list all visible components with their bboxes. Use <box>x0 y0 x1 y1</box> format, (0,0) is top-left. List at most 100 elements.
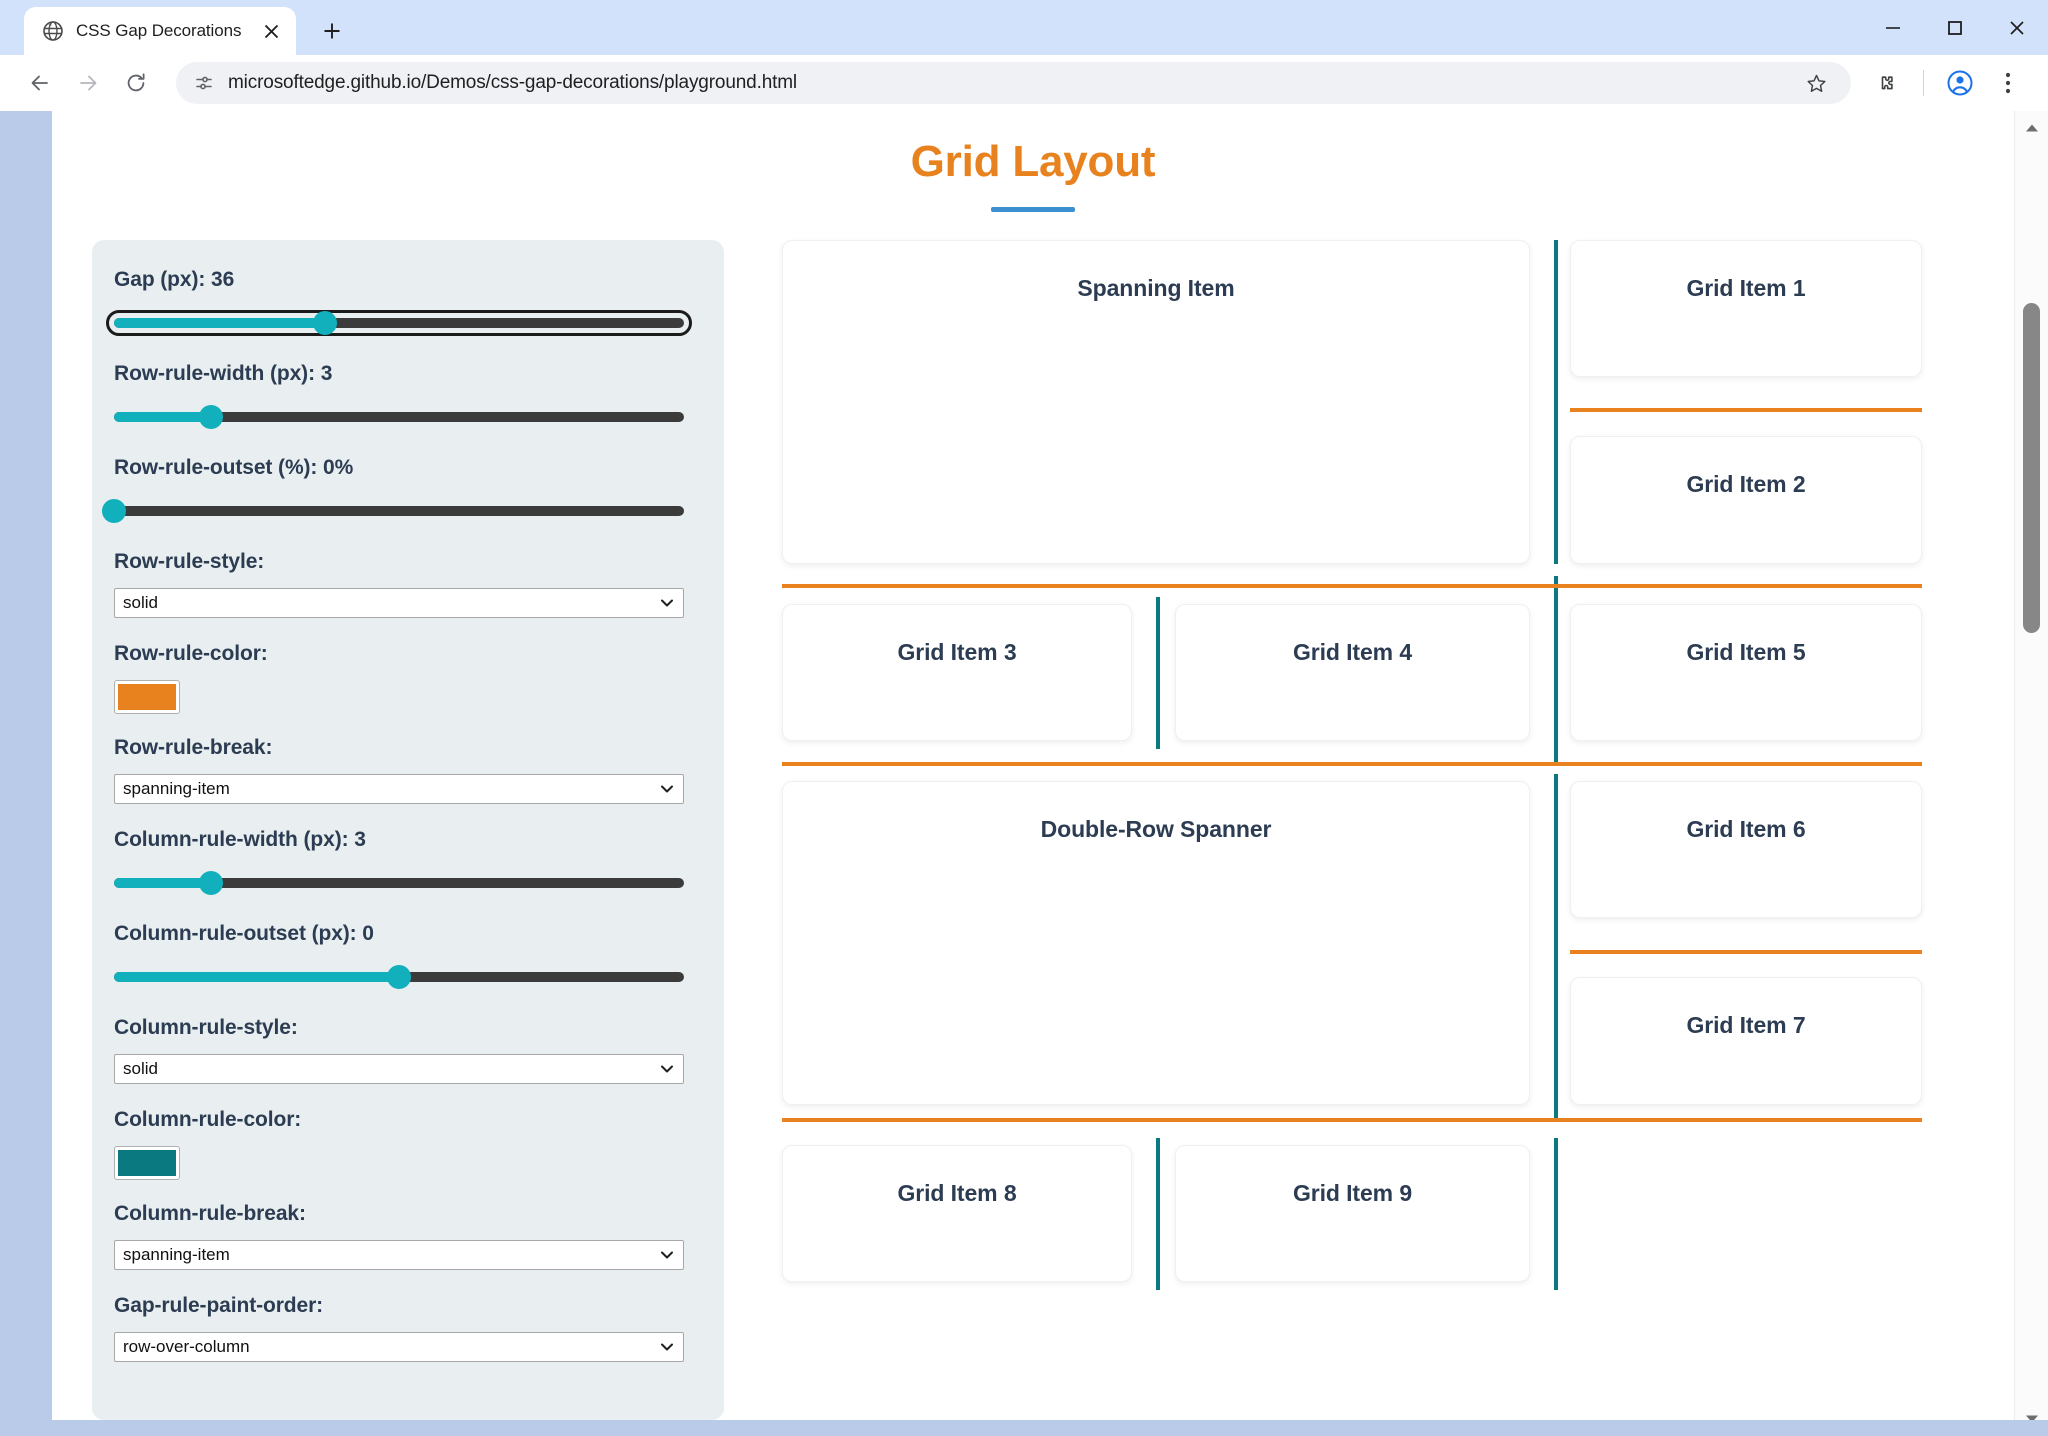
slider-control[interactable] <box>114 960 684 994</box>
select-value: solid <box>123 593 158 612</box>
column-rule <box>1156 597 1160 749</box>
control-label: Row-rule-break: <box>114 736 273 759</box>
slider-track[interactable] <box>114 405 684 429</box>
account-avatar-icon[interactable] <box>1938 61 1982 105</box>
window-close-icon[interactable] <box>1986 0 2048 55</box>
control-label: Column-rule-style: <box>114 1016 298 1039</box>
column-rule <box>1554 774 1558 1118</box>
select-value: spanning-item <box>123 1245 230 1264</box>
slider-fill <box>114 972 399 982</box>
new-tab-button[interactable] <box>312 11 352 51</box>
chevron-down-icon <box>659 1343 675 1351</box>
page-scrollbar[interactable] <box>2014 111 2048 1436</box>
select-control[interactable]: solid <box>114 588 684 618</box>
slider-thumb[interactable] <box>102 499 126 523</box>
window-controls <box>1862 0 2048 55</box>
control-label: Row-rule-outset (%): 0% <box>114 456 354 479</box>
three-dot-menu-icon[interactable] <box>1986 61 2030 105</box>
control-group: Row-rule-color: <box>114 642 684 714</box>
reload-icon[interactable] <box>114 61 158 105</box>
control-label: Row-rule-style: <box>114 550 265 573</box>
slider-track[interactable] <box>102 499 684 523</box>
chevron-down-icon <box>659 785 675 793</box>
grid-item-label: Grid Item 1 <box>1686 275 1806 301</box>
select-control[interactable]: row-over-column <box>114 1332 684 1362</box>
tab-title: CSS Gap Decorations playgroun <box>76 21 246 40</box>
slider-track[interactable] <box>114 871 684 895</box>
scroll-down-arrow-icon[interactable] <box>2015 1402 2048 1436</box>
grid-item-label: Grid Item 6 <box>1686 816 1806 842</box>
control-label: Row-rule-color: <box>114 642 268 665</box>
grid-item-label: Grid Item 7 <box>1686 1012 1806 1038</box>
control-group: Column-rule-break:spanning-item <box>114 1202 684 1270</box>
row-rule <box>1570 408 1922 412</box>
control-group: Gap (px): 36 <box>106 268 692 340</box>
grid-item-label: Grid Item 4 <box>1292 639 1413 665</box>
row-rule <box>1570 950 1922 954</box>
slider-thumb[interactable] <box>198 405 223 429</box>
grid-item-label: Grid Item 9 <box>1292 1180 1413 1206</box>
grid-item: Double-Row Spanner <box>782 781 1530 1105</box>
grid-item: Spanning Item <box>782 240 1530 564</box>
slider-thumb[interactable] <box>387 965 411 989</box>
grid-item: Grid Item 9 <box>1175 1145 1530 1282</box>
slider-control[interactable] <box>114 866 684 900</box>
slider-track[interactable] <box>106 310 692 336</box>
control-label: Gap (px): 36 <box>114 268 235 291</box>
slider-fill <box>114 412 211 422</box>
color-picker-swatch[interactable] <box>114 1146 180 1180</box>
scrollbar-thumb[interactable] <box>2023 303 2040 633</box>
control-group: Row-rule-width (px): 3 <box>114 362 684 434</box>
grid-item-label: Double-Row Spanner <box>1040 816 1272 842</box>
slider-thumb[interactable] <box>198 871 223 895</box>
slider-control[interactable] <box>114 400 684 434</box>
slider-fill <box>114 318 325 328</box>
globe-icon <box>42 20 64 42</box>
slider-fill <box>114 878 211 888</box>
url-text[interactable]: microsoftedge.github.io/Demos/css-gap-de… <box>228 72 797 93</box>
minimize-icon[interactable] <box>1862 0 1924 55</box>
select-control[interactable]: spanning-item <box>114 1240 684 1270</box>
scroll-up-arrow-icon[interactable] <box>2015 111 2048 145</box>
window-bottom-edge <box>0 1420 2048 1436</box>
tab-strip: CSS Gap Decorations playgroun <box>0 0 2048 55</box>
back-arrow-icon[interactable] <box>18 61 62 105</box>
grid-item-label: Spanning Item <box>1077 275 1235 301</box>
grid-item: Grid Item 8 <box>782 1145 1132 1282</box>
column-rule <box>1554 240 1558 564</box>
control-group: Column-rule-width (px): 3 <box>114 828 684 900</box>
grid-item: Grid Item 6 <box>1570 781 1922 918</box>
color-swatch-fill <box>118 684 176 710</box>
control-label: Row-rule-width (px): 3 <box>114 362 333 385</box>
site-settings-icon[interactable] <box>194 73 214 93</box>
grid-item: Grid Item 4 <box>1175 604 1530 741</box>
control-label: Column-rule-outset (px): 0 <box>114 922 374 945</box>
forward-arrow-icon[interactable] <box>66 61 110 105</box>
slider-thumb[interactable] <box>312 311 337 335</box>
row-rule <box>782 584 1922 588</box>
address-bar[interactable]: microsoftedge.github.io/Demos/css-gap-de… <box>176 62 1851 104</box>
control-label: Column-rule-width (px): 3 <box>114 828 366 851</box>
puzzle-piece-icon[interactable] <box>1865 61 1909 105</box>
row-rule <box>782 762 1922 766</box>
star-icon[interactable] <box>1795 62 1837 104</box>
select-control[interactable]: solid <box>114 1054 684 1084</box>
select-control[interactable]: spanning-item <box>114 774 684 804</box>
close-icon[interactable] <box>258 18 284 44</box>
control-group: Column-rule-outset (px): 0 <box>114 922 684 994</box>
browser-tab[interactable]: CSS Gap Decorations playgroun <box>24 7 296 55</box>
slider-control[interactable] <box>102 494 684 528</box>
select-value: row-over-column <box>123 1337 250 1356</box>
slider-track[interactable] <box>114 965 684 989</box>
control-label: Column-rule-color: <box>114 1108 302 1131</box>
control-group: Row-rule-outset (%): 0% <box>102 456 684 528</box>
slider-control[interactable] <box>106 306 692 340</box>
chevron-down-icon <box>659 599 675 607</box>
grid-item: Grid Item 3 <box>782 604 1132 741</box>
maximize-icon[interactable] <box>1924 0 1986 55</box>
color-picker-swatch[interactable] <box>114 680 180 714</box>
control-group: Gap-rule-paint-order:row-over-column <box>114 1294 684 1362</box>
grid-item: Grid Item 5 <box>1570 604 1922 741</box>
